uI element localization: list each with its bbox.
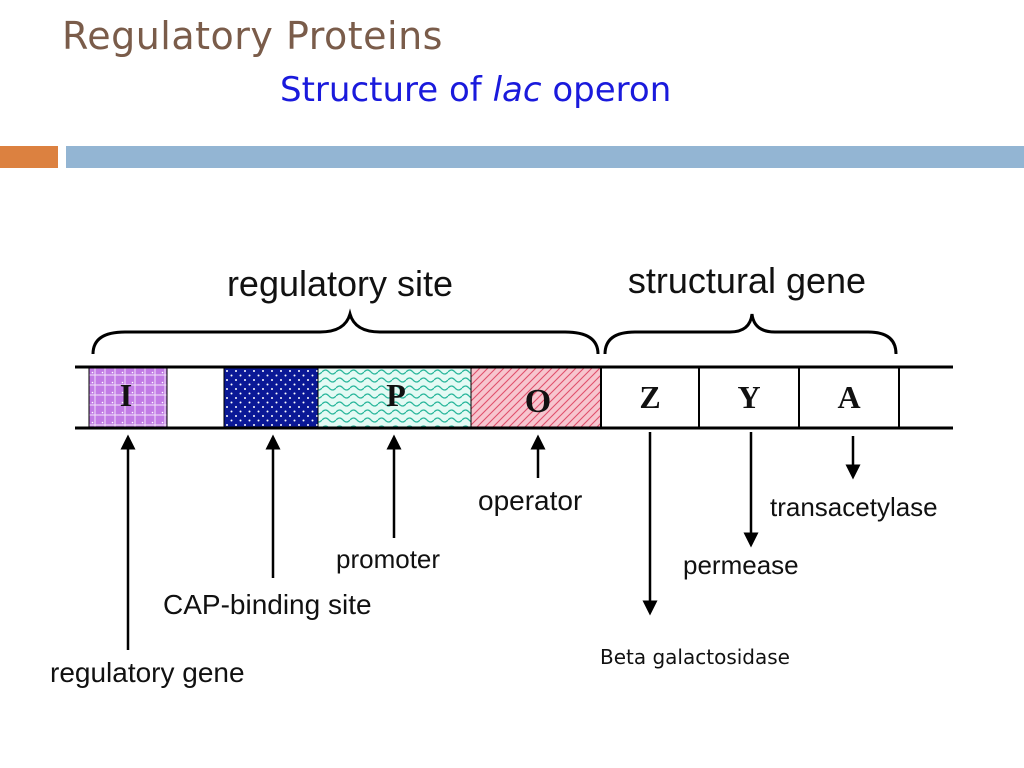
structural-gene-label: structural gene [628, 260, 866, 301]
segment-I-label: I [120, 377, 132, 413]
segment-A-label: A [837, 379, 860, 415]
subtitle-italic: lac [492, 70, 542, 110]
operator-label: operator [478, 485, 582, 516]
accent-bar-orange [0, 146, 58, 168]
segment-P-label: P [386, 377, 406, 413]
structural-gene-brace [603, 313, 898, 355]
segment-cap [223, 367, 319, 428]
beta-galactosidase-label: Beta galactosidase [600, 645, 790, 669]
segment-I [88, 367, 168, 428]
cap-binding-site-label: CAP-binding site [163, 589, 372, 620]
accent-bar-blue [66, 146, 1024, 168]
slide-title: Regulatory Proteins [62, 14, 443, 58]
segment-O [470, 367, 602, 428]
transacetylase-label: transacetylase [770, 492, 938, 522]
segment-O-label: O [525, 383, 551, 420]
subtitle-prefix: Structure of [280, 70, 493, 110]
regulatory-site-brace [91, 308, 600, 355]
regulatory-site-label: regulatory site [227, 263, 453, 304]
permease-label: permease [683, 550, 799, 580]
slide-subtitle: Structure of lac operon [280, 70, 671, 110]
promoter-label: promoter [336, 544, 440, 574]
segment-P [317, 367, 472, 428]
segment-Y-label: Y [737, 379, 760, 415]
segment-spacer [166, 367, 225, 428]
segment-Z-label: Z [639, 379, 660, 415]
regulatory-gene-label: regulatory gene [50, 657, 245, 688]
subtitle-suffix: operon [541, 70, 672, 110]
